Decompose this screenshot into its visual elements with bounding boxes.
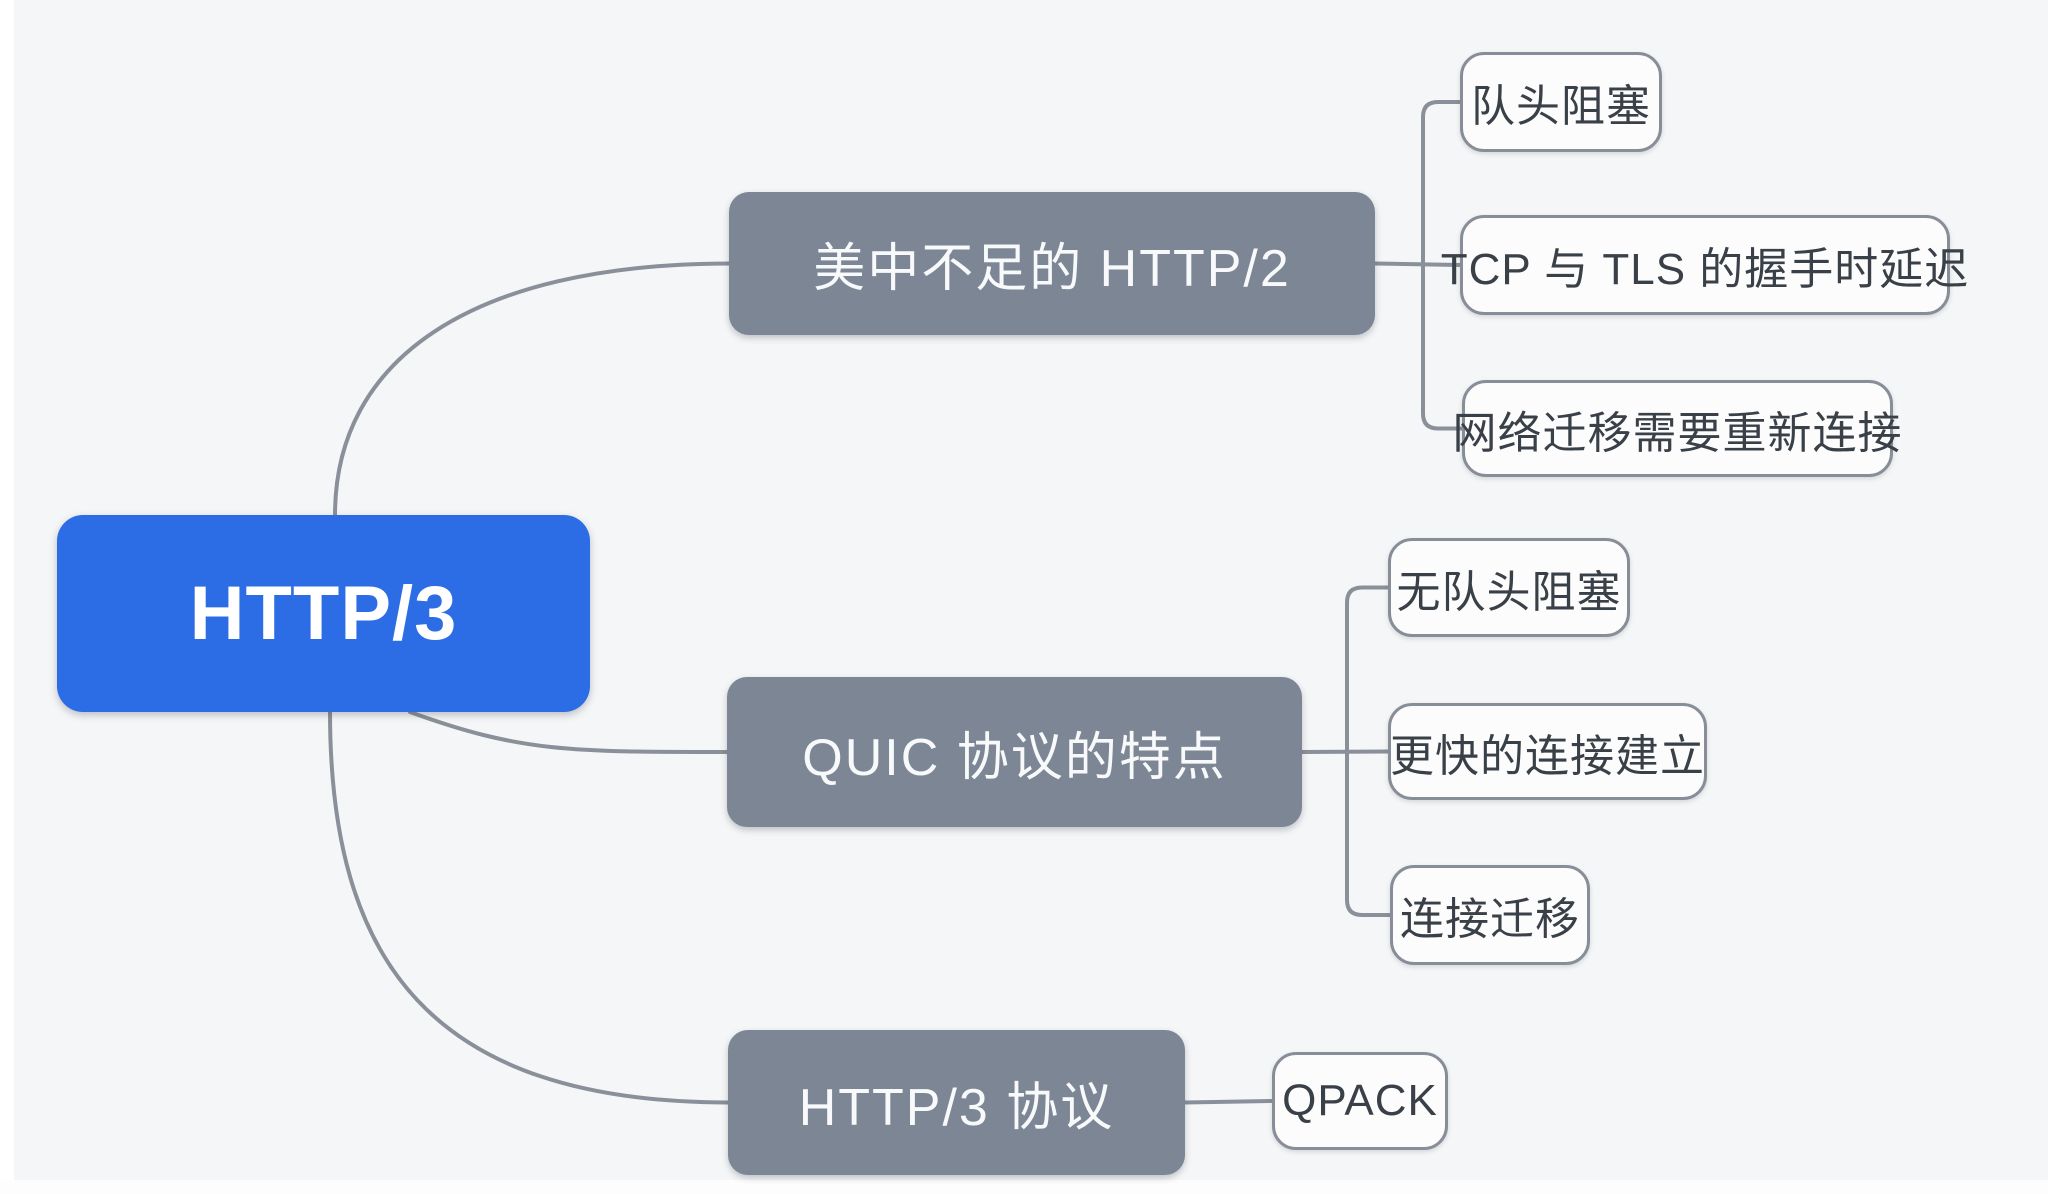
node-tcp-tls-handshake-delay[interactable]: TCP 与 TLS 的握手时延迟	[1441, 215, 1968, 315]
connector-line	[328, 710, 730, 1105]
node-label-http3: HTTP/3	[189, 571, 458, 656]
connector-line	[1421, 261, 1464, 431]
canvas-bottom-edge	[0, 1180, 2048, 1194]
node-faster-connection-setup[interactable]: 更快的连接建立	[1388, 703, 1707, 800]
node-qpack[interactable]: QPACK	[1272, 1052, 1448, 1150]
connector-line	[1300, 749, 1390, 754]
node-label-http3-protocol: HTTP/3 协议	[798, 1079, 1115, 1137]
node-http3-protocol[interactable]: HTTP/3 协议	[728, 1030, 1185, 1175]
node-label-hol-blocking: 队头阻塞	[1471, 82, 1651, 131]
node-quic-features[interactable]: QUIC 协议的特点	[727, 677, 1302, 827]
node-connection-migration[interactable]: 连接迁移	[1390, 865, 1590, 965]
node-label-qpack: QPACK	[1282, 1076, 1438, 1125]
connector-line	[1373, 261, 1462, 267]
node-label-quic-features: QUIC 协议的特点	[802, 728, 1227, 787]
node-label-http2-shortcomings: 美中不足的 HTTP/2	[813, 240, 1291, 298]
node-http2-shortcomings[interactable]: 美中不足的 HTTP/2	[729, 192, 1375, 335]
node-label-no-hol-blocking: 无队头阻塞	[1396, 567, 1622, 617]
connector-line	[1345, 585, 1390, 754]
node-label-tcp-tls-handshake-delay: TCP 与 TLS 的握手时延迟	[1440, 245, 1970, 294]
node-label-network-migration-reconnect: 网络迁移需要重新连接	[1452, 408, 1903, 458]
node-hol-blocking[interactable]: 队头阻塞	[1460, 52, 1662, 152]
connector-line	[1183, 1099, 1274, 1105]
connector-line	[333, 261, 731, 517]
canvas-left-edge	[0, 0, 14, 1194]
connector-line	[1345, 750, 1392, 917]
connector-line	[408, 710, 729, 754]
node-network-migration-reconnect[interactable]: 网络迁移需要重新连接	[1453, 380, 1902, 477]
connector-line	[1421, 100, 1462, 266]
node-label-faster-connection-setup: 更快的连接建立	[1390, 731, 1705, 781]
node-http3[interactable]: HTTP/3	[57, 515, 590, 712]
node-no-hol-blocking[interactable]: 无队头阻塞	[1388, 538, 1630, 637]
node-label-connection-migration: 连接迁移	[1400, 895, 1580, 944]
